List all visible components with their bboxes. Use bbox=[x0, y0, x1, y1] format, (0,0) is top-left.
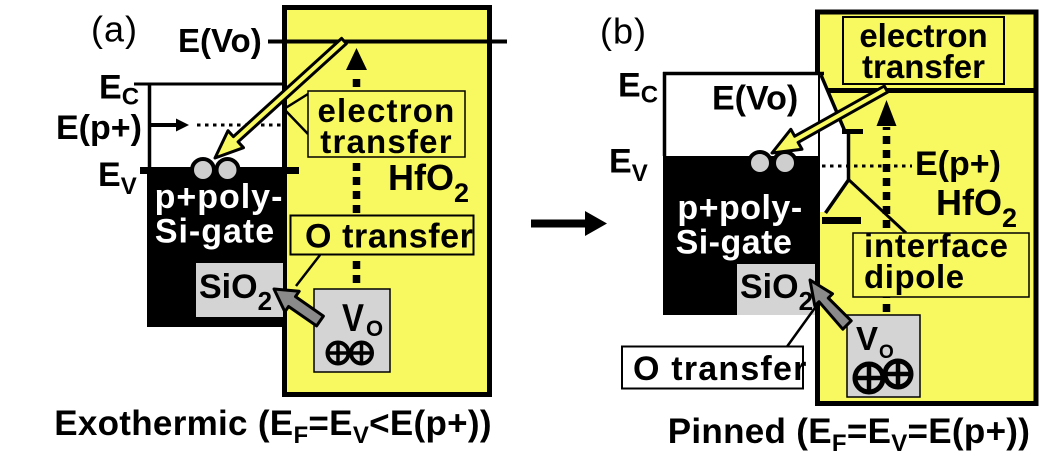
svg-text:Pinned (EF=EV=E(p+)): Pinned (EF=EV=E(p+)) bbox=[668, 412, 1030, 454]
svg-text:interface: interface bbox=[864, 227, 1009, 264]
svg-text:E(p+): E(p+) bbox=[56, 109, 142, 147]
svg-text:O transfer: O transfer bbox=[633, 350, 808, 388]
svg-text:V: V bbox=[856, 320, 878, 357]
svg-text:dipole: dipole bbox=[864, 258, 965, 295]
svg-text:p+poly-: p+poly- bbox=[677, 189, 802, 227]
svg-text:(b): (b) bbox=[600, 11, 647, 52]
svg-text:EC: EC bbox=[99, 69, 139, 111]
svg-text:E(Vo): E(Vo) bbox=[712, 80, 798, 118]
svg-text:E(p+): E(p+) bbox=[915, 145, 1001, 183]
svg-text:p+poly-: p+poly- bbox=[155, 178, 284, 216]
svg-text:electron: electron bbox=[318, 92, 456, 129]
svg-text:O transfer: O transfer bbox=[305, 218, 474, 256]
svg-text:Exothermic (EF=EV<E(p+)): Exothermic (EF=EV<E(p+)) bbox=[54, 404, 492, 449]
svg-text:EV: EV bbox=[609, 143, 648, 188]
svg-text:electron: electron bbox=[859, 17, 987, 54]
svg-text:(a): (a) bbox=[91, 9, 138, 50]
svg-text:V: V bbox=[342, 297, 364, 340]
svg-text:EC: EC bbox=[618, 67, 658, 109]
svg-text:transfer: transfer bbox=[320, 123, 452, 160]
svg-text:O: O bbox=[366, 316, 383, 341]
svg-text:Si-gate: Si-gate bbox=[676, 224, 793, 262]
svg-text:O: O bbox=[879, 342, 894, 363]
svg-text:transfer: transfer bbox=[862, 48, 985, 85]
svg-text:E(Vo): E(Vo) bbox=[178, 22, 262, 59]
svg-text:EV: EV bbox=[98, 156, 137, 200]
svg-text:Si-gate: Si-gate bbox=[155, 213, 275, 251]
